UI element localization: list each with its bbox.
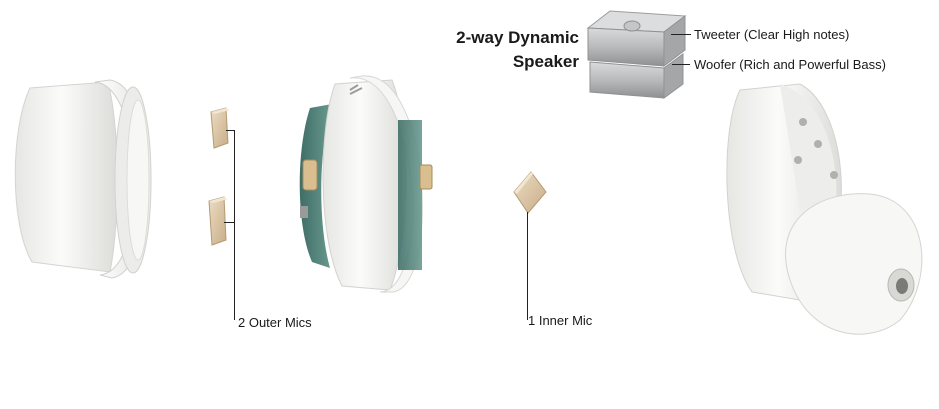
outer-mics-leader-vertical [234,130,235,320]
outer-mic-bottom [208,196,228,246]
speaker-title-line2: Speaker [512,52,579,71]
dynamic-speaker [586,10,687,99]
tweeter-leader [671,34,691,35]
outer-mics-leader-bottom [224,222,235,223]
earbud-body-pcb [299,75,433,293]
outer-mic-top [210,107,230,149]
woofer-leader [672,64,690,65]
outer-mics-label: 2 Outer Mics [238,315,312,330]
outer-mics-leader-top [226,130,235,131]
inner-mic [513,171,547,214]
assembled-earbud [726,83,923,335]
woofer-label: Woofer (Rich and Powerful Bass) [694,57,886,72]
tweeter-label: Tweeter (Clear High notes) [694,27,850,42]
inner-mic-leader [527,212,528,320]
ear-tip-shell [14,79,152,279]
inner-mic-label: 1 Inner Mic [528,313,593,328]
akg-logo-icon [349,84,363,95]
speaker-title-line1: 2-way Dynamic [456,28,579,47]
